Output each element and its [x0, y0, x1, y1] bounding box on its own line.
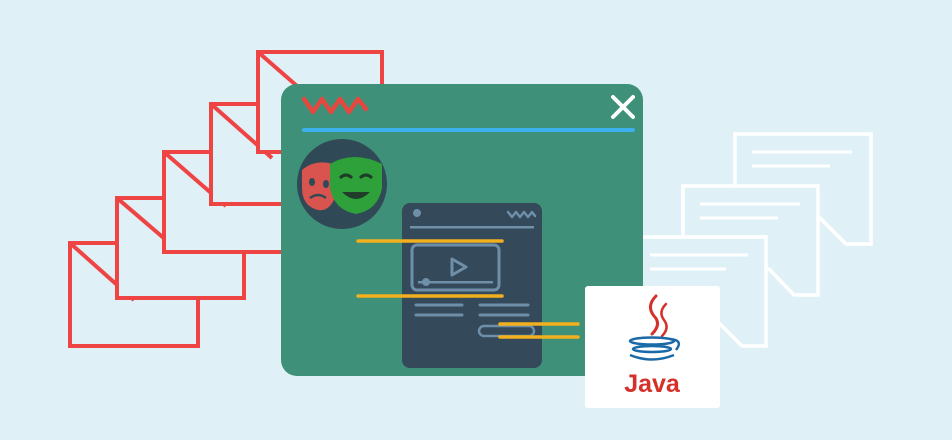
browser-mock [402, 203, 542, 368]
mock-divider [410, 226, 534, 229]
browser-dot-icon [413, 209, 421, 217]
theater-masks-icon [297, 139, 387, 229]
close-icon[interactable] [611, 95, 635, 119]
progress-track [418, 281, 493, 284]
progress-knob[interactable] [422, 278, 430, 286]
highlight-lines [356, 239, 580, 339]
mock-text-lines [414, 303, 530, 317]
main-window [281, 84, 643, 376]
zigzag-logo-icon [301, 96, 369, 115]
play-icon[interactable] [450, 257, 468, 277]
title-divider [302, 128, 635, 132]
video-frame[interactable] [410, 243, 501, 292]
java-label: Java [624, 370, 681, 398]
java-cup-icon [628, 294, 681, 361]
java-badge: Java [585, 286, 720, 408]
zigzag-mini-icon [506, 210, 537, 219]
